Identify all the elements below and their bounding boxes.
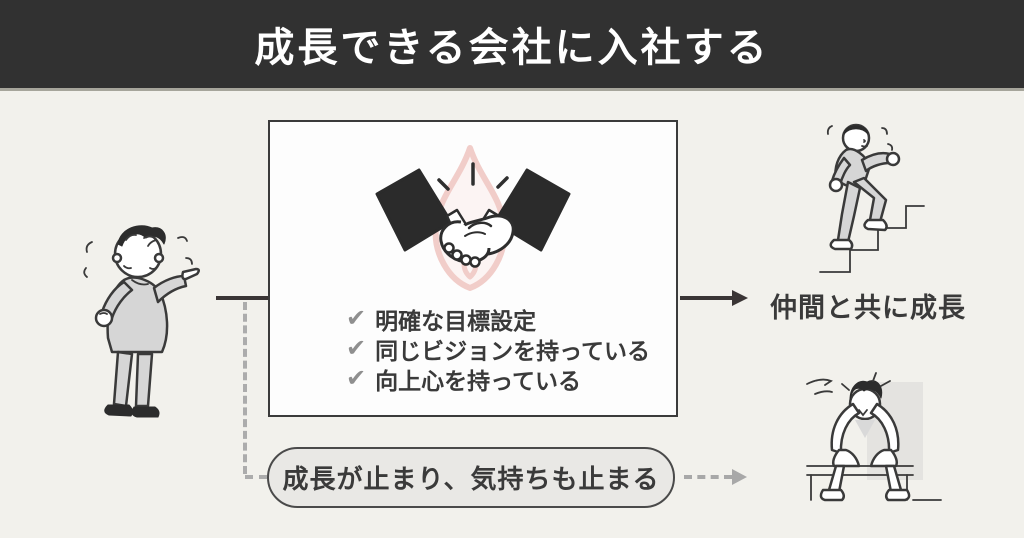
check-icon: ✔ (346, 305, 367, 332)
page-title: 成長できる会社に入社する (254, 26, 770, 70)
person-climbing-stairs-icon (819, 123, 925, 273)
check-icon: ✔ (346, 335, 367, 362)
connector-box-to-result (680, 296, 732, 300)
negative-outcome-pill: 成長が止まり、気持ちも止まる (267, 447, 675, 508)
solid-arrow-head-icon (732, 290, 748, 306)
negative-outcome-label: 成長が止まり、気持ちも止まる (282, 464, 660, 494)
header-divider (0, 88, 1024, 91)
dashed-arrow-head-icon (732, 469, 747, 485)
person-head-in-hands-icon (806, 372, 942, 502)
checklist-item: ✔ 明確な目標設定 (346, 304, 650, 335)
handshake-flame-icon (375, 145, 571, 291)
dashed-connector-vertical (243, 302, 247, 474)
checklist-item: ✔ 向上心を持っている (346, 364, 650, 395)
worried-person-illustration (82, 220, 202, 427)
checklist-item-label: 向上心を持っている (375, 368, 581, 394)
checklist-item: ✔ 同じビジョンを持っている (346, 334, 650, 365)
criteria-checklist: ✔ 明確な目標設定 ✔ 同じビジョンを持っている ✔ 向上心を持っている (346, 304, 650, 395)
checklist-item-label: 同じビジョンを持っている (375, 338, 650, 364)
checklist-item-label: 明確な目標設定 (375, 308, 537, 334)
dashed-connector-to-bench (684, 475, 732, 479)
positive-outcome-label: 仲間と共に成長 (770, 293, 966, 323)
header-bar: 成長できる会社に入社する (0, 0, 1024, 88)
agreement-box: ✔ 明確な目標設定 ✔ 同じビジョンを持っている ✔ 向上心を持っている (268, 120, 678, 417)
stairs-climb-illustration (798, 118, 926, 285)
connector-person-to-box (216, 296, 268, 300)
check-icon: ✔ (346, 365, 367, 392)
dashed-connector-corner (245, 475, 267, 479)
head-in-hands-illustration (793, 370, 943, 513)
worried-person-icon (83, 225, 200, 418)
